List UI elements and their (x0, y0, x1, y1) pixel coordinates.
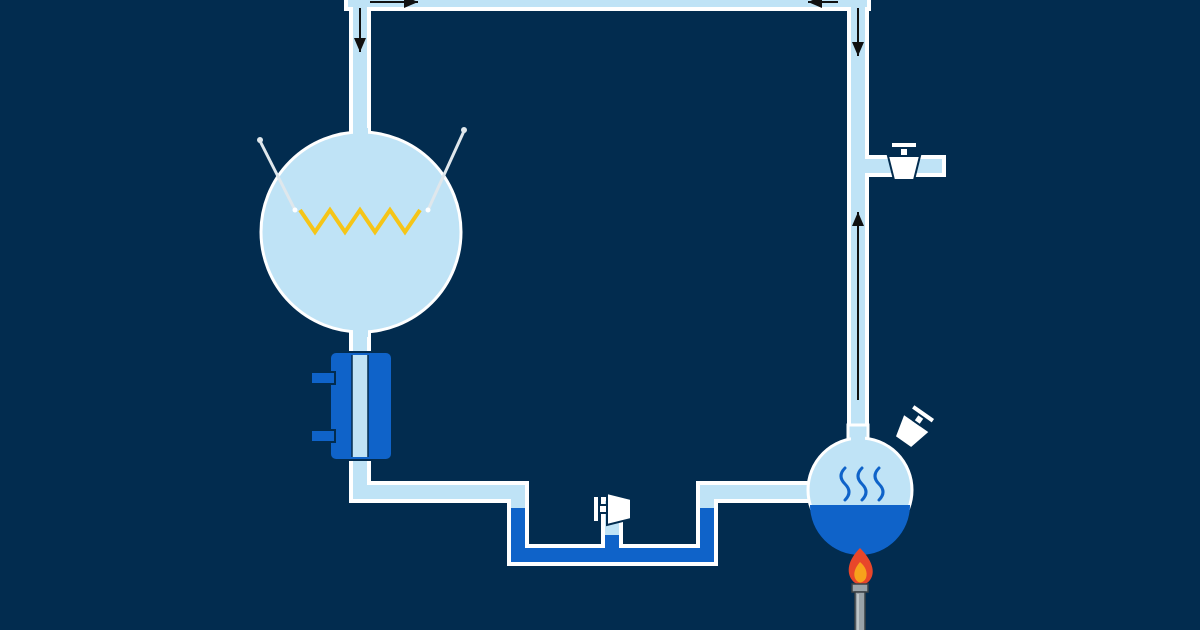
valve-handle (890, 141, 918, 149)
condenser-inlet-port (310, 371, 336, 385)
left-electrode-tip (257, 137, 263, 143)
bunsen-burner-icon (848, 548, 873, 630)
arrow-icon (852, 8, 864, 56)
burner-collar (851, 583, 869, 593)
arrow-icon (852, 212, 864, 400)
right-electrode-tip (461, 127, 467, 133)
vapor-wave-icon (856, 466, 868, 502)
valve-body (893, 412, 932, 450)
burner-tube (854, 591, 866, 630)
flask-valve-icon (893, 402, 937, 450)
valve-body (886, 155, 922, 181)
boiling-flask (806, 423, 914, 555)
valve-body (606, 491, 632, 527)
flask-neck-interior (851, 430, 865, 442)
valve-handle (592, 495, 600, 523)
right-electrode-end (425, 207, 431, 213)
vapor-wave-icon (839, 466, 851, 502)
zigzag-spark-icon (298, 206, 422, 236)
flame-inner (854, 562, 867, 583)
left-electrode-end (292, 207, 298, 213)
flow-arrows (354, 0, 864, 400)
arrow-head (808, 0, 822, 8)
arrow-icon (370, 0, 418, 8)
arrow-head (852, 42, 864, 56)
arrow-head (354, 38, 366, 52)
vapor-wave-icon (873, 466, 885, 502)
condenser-inner-tube (352, 355, 368, 457)
condenser-outlet-port (310, 429, 336, 443)
condenser (310, 351, 393, 461)
trap-center-liquid (605, 535, 619, 555)
chamber-neck-bottom (353, 327, 368, 337)
chamber-neck-top (353, 128, 368, 138)
arrow-head (404, 0, 418, 8)
valve-handle (909, 402, 937, 426)
arrow-head (852, 212, 864, 226)
right-electrode (426, 130, 466, 211)
flask-water (810, 505, 910, 555)
spark-chamber (257, 127, 467, 337)
arrow-icon (808, 0, 838, 8)
trap-liquid (511, 508, 714, 562)
spark-chamber-sphere (259, 130, 463, 334)
arrow-icon (354, 8, 366, 52)
trap-valve-icon (592, 491, 632, 527)
side-valve-icon (886, 141, 922, 181)
left-electrode (258, 140, 297, 211)
